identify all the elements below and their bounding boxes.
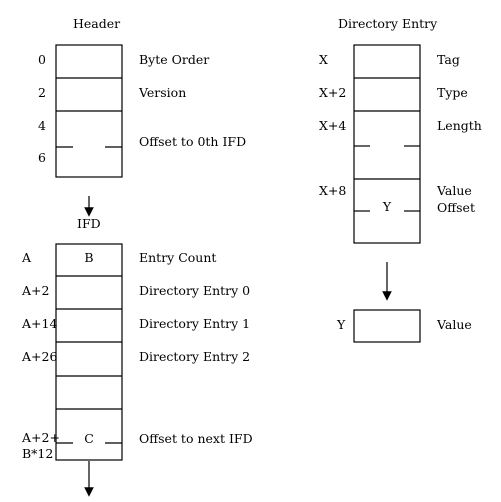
header-offset-6: 6 <box>38 150 46 165</box>
dir-field-value: Value <box>436 183 472 198</box>
dir-field-length: Length <box>437 118 482 133</box>
ifd-offset-a26: A+26 <box>21 349 57 364</box>
ifd-offset-b12: B*12 <box>22 446 53 461</box>
ifd-field-entry-count: Entry Count <box>139 250 216 265</box>
ifd-title: IFD <box>77 216 101 231</box>
ifd-field-dir-entry-2: Directory Entry 2 <box>139 349 250 364</box>
header-offset-2: 2 <box>38 85 46 100</box>
ifd-field-dir-entry-0: Directory Entry 0 <box>139 283 250 298</box>
dir-field-type: Type <box>437 85 468 100</box>
dir-offset-x2: X+2 <box>319 85 346 100</box>
ifd-offset-a: A <box>21 250 32 265</box>
header-field-offset-ifd: Offset to 0th IFD <box>139 134 246 149</box>
header-title: Header <box>73 16 120 31</box>
ifd-offset-a2: A+2 <box>21 283 49 298</box>
header-field-version: Version <box>138 85 186 100</box>
dir-offset-x8: X+8 <box>319 183 346 198</box>
value-box <box>353 309 421 343</box>
header-box <box>55 44 123 178</box>
value-offset-y: Y <box>336 317 346 332</box>
ifd-offset-a2-plus: A+2+ <box>21 430 60 445</box>
header-offset-4: 4 <box>38 118 46 133</box>
dir-field-offset: Offset <box>437 200 475 215</box>
dir-entry-cell-y: Y <box>382 199 392 214</box>
dir-offset-x: X <box>319 52 328 67</box>
dir-entry-title: Directory Entry <box>338 16 438 31</box>
ifd-offset-a14: A+14 <box>21 316 57 331</box>
ifd-field-next-ifd: Offset to next IFD <box>139 431 253 446</box>
ifd-field-dir-entry-1: Directory Entry 1 <box>139 316 250 331</box>
dir-entry-box <box>353 44 421 244</box>
value-field: Value <box>436 317 472 332</box>
dir-offset-x4: X+4 <box>319 118 346 133</box>
ifd-box <box>55 243 123 461</box>
ifd-cell-b: B <box>84 250 93 265</box>
dir-field-tag: Tag <box>437 52 460 67</box>
header-offset-0: 0 <box>38 52 46 67</box>
ifd-cell-c: C <box>84 431 94 446</box>
header-field-byte-order: Byte Order <box>139 52 209 67</box>
